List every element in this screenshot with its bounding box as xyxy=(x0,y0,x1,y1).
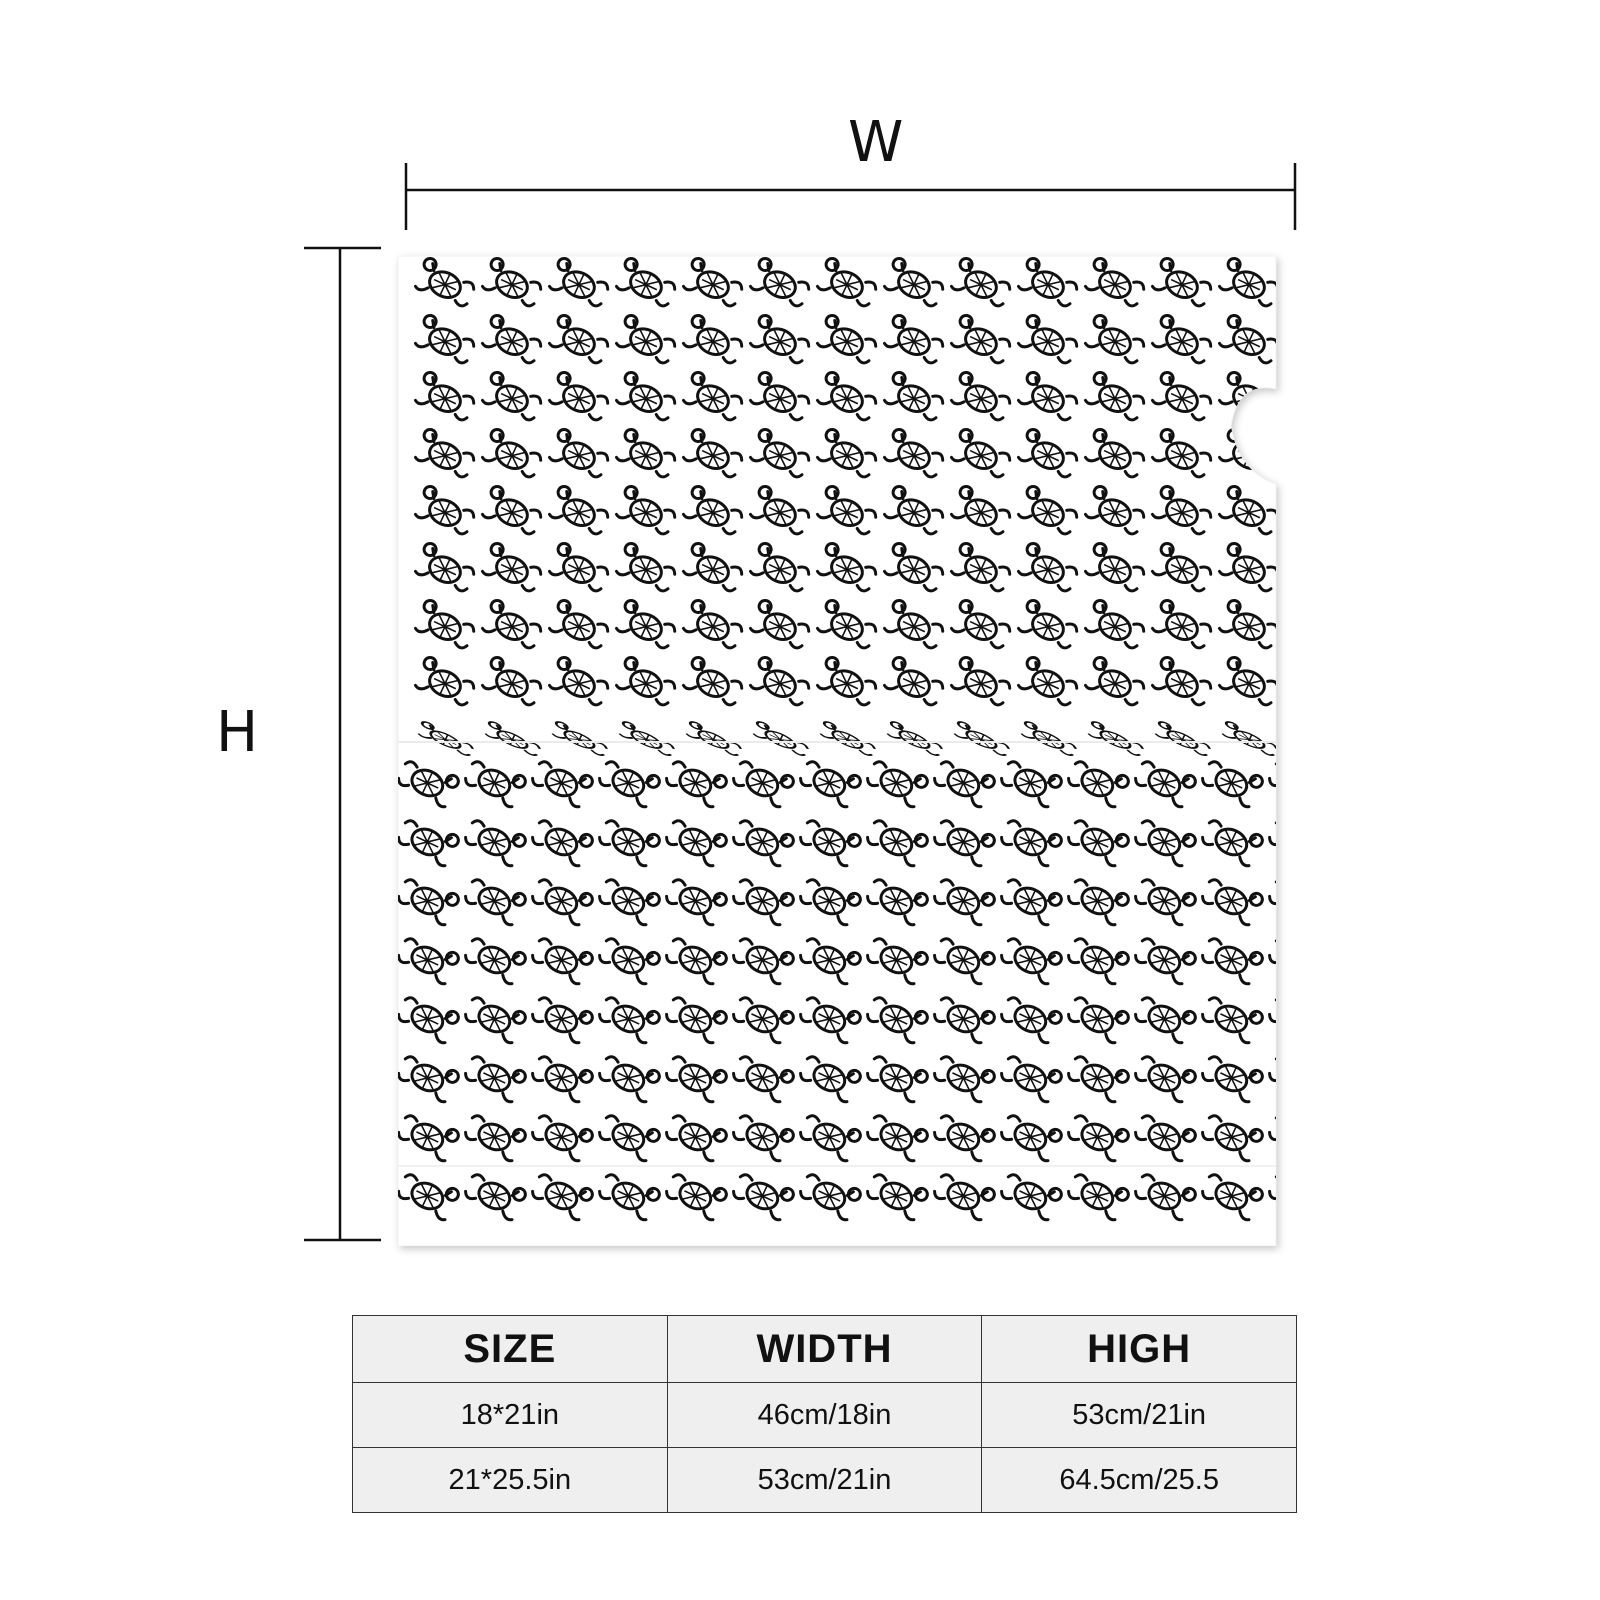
table-header-row: SIZE WIDTH HIGH xyxy=(352,1315,1297,1383)
size-table: SIZE WIDTH HIGH 18*21in 46cm/18in 53cm/2… xyxy=(352,1315,1297,1513)
table-row: 18*21in 46cm/18in 53cm/21in xyxy=(352,1382,1297,1448)
header-width: WIDTH xyxy=(666,1315,983,1383)
header-high: HIGH xyxy=(981,1315,1297,1383)
mailbox-cover-product xyxy=(398,256,1284,1246)
cell-width: 53cm/21in xyxy=(666,1447,983,1513)
table-row: 21*25.5in 53cm/21in 64.5cm/25.5 xyxy=(352,1447,1297,1513)
cell-high: 64.5cm/25.5 xyxy=(981,1447,1297,1513)
header-size: SIZE xyxy=(352,1315,668,1383)
mailbox-cover-svg xyxy=(398,256,1277,1246)
height-label: H xyxy=(216,700,259,765)
cell-size: 18*21in xyxy=(352,1382,668,1448)
width-label: W xyxy=(848,110,904,175)
cell-high: 53cm/21in xyxy=(981,1382,1297,1448)
cell-size: 21*25.5in xyxy=(352,1447,668,1513)
cell-width: 46cm/18in xyxy=(666,1382,983,1448)
